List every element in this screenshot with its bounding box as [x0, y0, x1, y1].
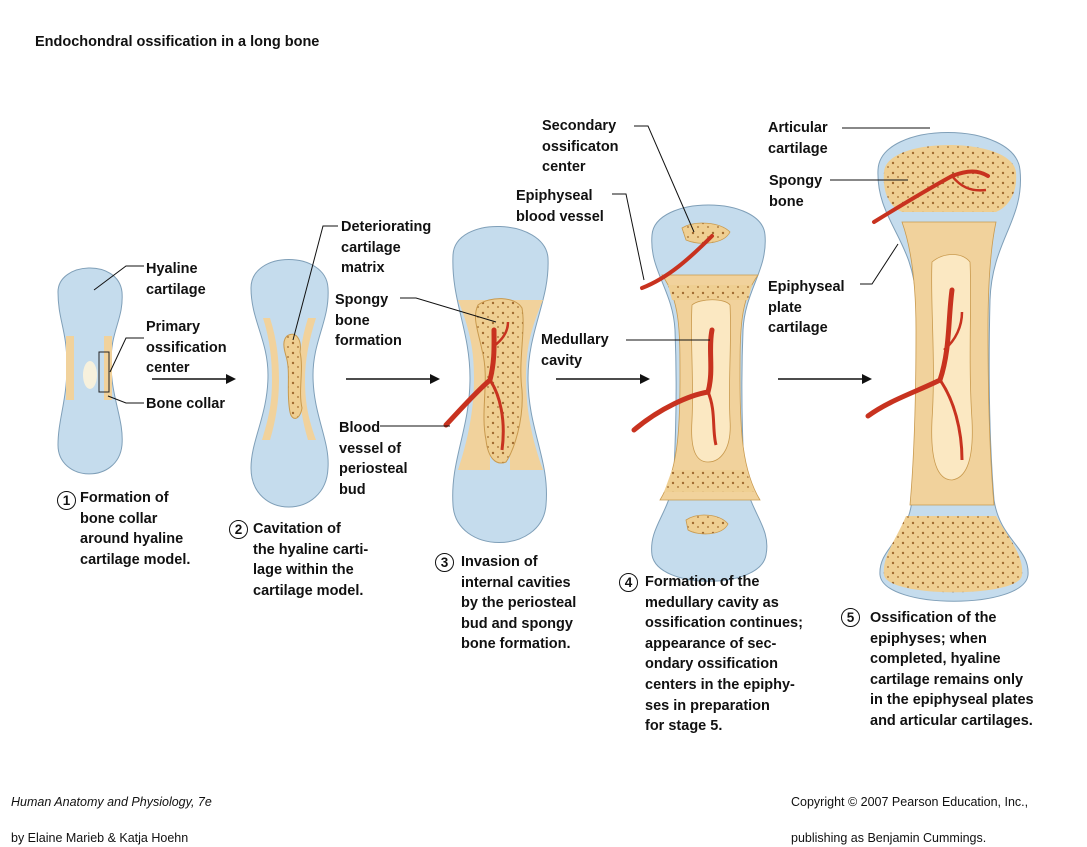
label-epiphyseal-blood-vessel: Epiphyseal blood vessel: [516, 188, 604, 225]
leader-primary-ossification-center: [109, 337, 144, 373]
stage-5-caption: Ossification of the epiphyses; when comp…: [870, 610, 1034, 729]
leader-lines: [93, 125, 930, 427]
footer-left: Human Anatomy and Physiology, 7e by Elai…: [11, 775, 212, 847]
stage-5-number: 5: [841, 608, 860, 627]
ossification-diagram: [57, 125, 1029, 602]
leader-epiphyseal-blood-vessel: [612, 193, 645, 281]
book-title: Human Anatomy and Physiology, 7e: [11, 795, 212, 809]
leader-epiphyseal-plate: [860, 243, 899, 285]
label-articular-cartilage: Articular cartilage: [768, 120, 828, 157]
leader-secondary-ossification: [634, 125, 695, 233]
leader-spongy-bone-formation: [400, 297, 497, 323]
label-medullary-cavity: Medullary cavity: [541, 332, 609, 369]
footer-right: Copyright © 2007 Pearson Education, Inc.…: [791, 775, 1028, 847]
arrowhead-4-5: [862, 374, 872, 384]
arrowhead-1-2: [226, 374, 236, 384]
stage-4-number: 4: [619, 573, 638, 592]
stage-5-bone: [865, 132, 1029, 602]
stage-2-number: 2: [229, 520, 248, 539]
stage-1-bone: [57, 267, 123, 475]
label-blood-vessel-periosteal-bud: Blood vessel of periosteal bud: [339, 420, 408, 498]
publisher: publishing as Benjamin Cummings.: [791, 831, 987, 845]
stage-1-caption: Formation of bone collar around hyaline …: [80, 490, 191, 568]
stage-3-caption: Invasion of internal cavities by the per…: [461, 554, 577, 653]
leader-deteriorating-cartilage: [292, 225, 338, 341]
label-bone-collar: Bone collar: [146, 396, 225, 412]
stage-1-number: 1: [57, 491, 76, 510]
label-primary-ossification-center: Primary ossification center: [146, 319, 227, 377]
figure-title: Endochondral ossification in a long bone: [35, 34, 320, 50]
arrowhead-2-3: [430, 374, 440, 384]
stage-3-number: 3: [435, 553, 454, 572]
copyright: Copyright © 2007 Pearson Education, Inc.…: [791, 795, 1029, 809]
leader-hyaline-cartilage: [93, 265, 144, 291]
label-epiphyseal-plate-cartilage: Epiphyseal plate cartilage: [768, 279, 845, 337]
stage-4-bone: [631, 204, 768, 582]
stage-arrows: [152, 374, 872, 384]
stage-2-caption: Cavitation of the hyaline carti- lage wi…: [253, 521, 369, 599]
stage-4-caption: Formation of the medullary cavity as oss…: [645, 574, 803, 735]
label-spongy-bone: Spongy bone: [769, 173, 823, 210]
label-deteriorating-cartilage-matrix: Deteriorating cartilage matrix: [341, 219, 432, 277]
stage-2-bone: [250, 259, 329, 508]
book-authors: by Elaine Marieb & Katja Hoehn: [11, 831, 189, 845]
arrowhead-3-4: [640, 374, 650, 384]
stage-3-bone: [443, 226, 549, 543]
label-secondary-ossification-center: Secondary ossificaton center: [542, 118, 619, 176]
label-spongy-bone-formation: Spongy bone formation: [335, 292, 402, 350]
leader-bone-collar: [107, 395, 144, 404]
label-hyaline-cartilage: Hyaline cartilage: [146, 261, 206, 298]
